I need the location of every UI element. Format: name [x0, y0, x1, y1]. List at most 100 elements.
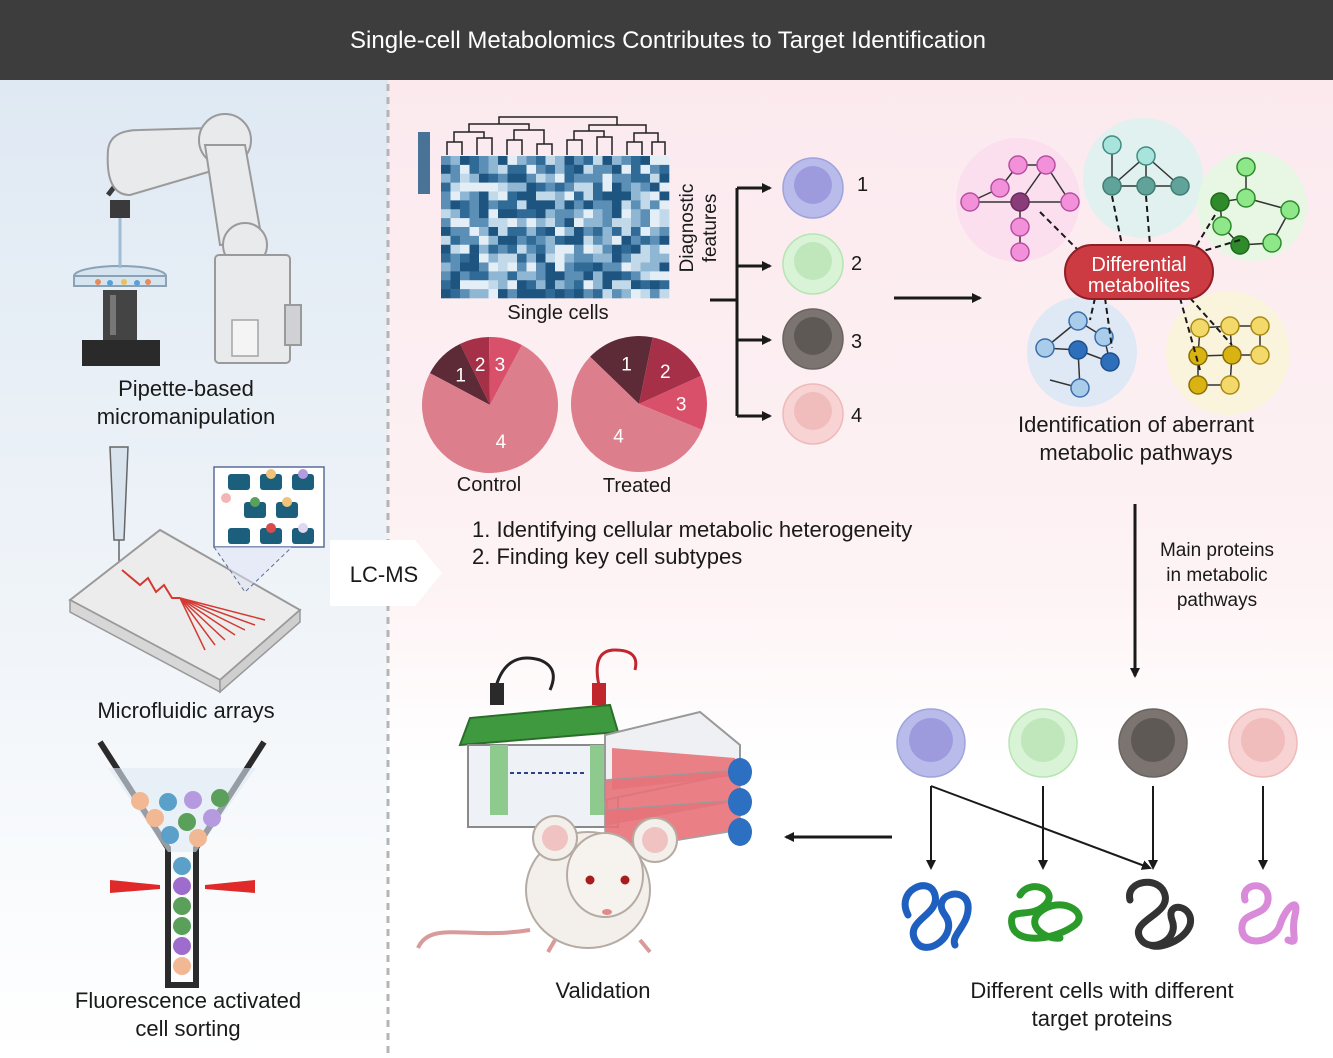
heatmap-cell: [593, 244, 603, 254]
heatmap-cell: [602, 280, 613, 290]
heatmap-cell: [583, 173, 594, 183]
heatmap-cell: [469, 262, 480, 272]
method-label-facs-line1: Fluorescence activated: [75, 988, 301, 1013]
heatmap-cell: [593, 182, 603, 192]
pie-treated-slice-3: [639, 375, 708, 430]
heatmap-cell: [488, 262, 499, 272]
heatmap-cell: [659, 218, 670, 228]
heatmap-cell: [469, 289, 480, 299]
heatmap-cell: [498, 253, 508, 263]
heatmap-cell: [583, 164, 594, 175]
heatmap-cell: [517, 244, 527, 254]
pie-treated-slice-2: [639, 337, 701, 404]
heatmap-cell: [583, 191, 594, 201]
subtype-cell-2: [782, 233, 844, 295]
heatmap-cell: [593, 271, 603, 281]
heatmap-cell: [441, 244, 451, 254]
heatmap-cell: [602, 173, 613, 183]
heatmap-cell: [583, 271, 594, 281]
protein-green-icon: [1008, 883, 1083, 942]
heatmap-cell: [460, 173, 470, 183]
heatmap-cell: [621, 235, 632, 246]
heatmap-cell: [488, 156, 499, 166]
heatmap-cell: [583, 200, 594, 210]
heatmap-cell: [545, 191, 556, 201]
heatmap-cell: [460, 289, 470, 299]
heatmap-cell: [450, 200, 461, 210]
heatmap-cell: [507, 182, 518, 192]
heatmap-cell: [507, 262, 518, 272]
heatmap-cell: [593, 262, 603, 272]
heatmap-cell: [564, 191, 575, 201]
heatmap-cell: [612, 244, 622, 254]
heatmap-cell: [555, 227, 565, 237]
heatmap-cell: [545, 209, 556, 219]
heatmap-cell: [545, 271, 556, 281]
heatmap-cell: [545, 218, 556, 228]
heatmap-cell: [555, 164, 565, 175]
heatmap-cell: [498, 289, 508, 299]
heatmap-cell: [583, 156, 594, 166]
heatmap-cell: [526, 271, 537, 281]
heatmap-cell: [564, 173, 575, 183]
heatmap-cell: [460, 191, 470, 201]
heatmap-cell: [659, 289, 670, 299]
heatmap-cell: [640, 227, 651, 237]
subtype-label-3: 3: [851, 331, 862, 353]
heatmap-cell: [612, 253, 622, 263]
heatmap-cell: [488, 244, 499, 254]
heatmap-cell: [498, 164, 508, 175]
heatmap-cell: [460, 182, 470, 192]
heatmap-cell: [536, 280, 546, 290]
heatmap-xlabel: Single cells: [507, 302, 608, 324]
heatmap-cell: [507, 209, 518, 219]
heatmap-cell: [450, 218, 461, 228]
differential-metabolites-badge: [1064, 244, 1214, 300]
heatmap-cell: [488, 182, 499, 192]
heatmap-cell: [574, 182, 584, 192]
heatmap-cell: [555, 218, 565, 228]
heatmap-cell: [536, 244, 546, 254]
heatmap-cell: [659, 209, 670, 219]
heatmap-cell: [602, 209, 613, 219]
heatmap-cell: [564, 218, 575, 228]
heatmap-cell: [621, 182, 632, 192]
heatmap-cell: [536, 182, 546, 192]
heatmap-cell: [593, 289, 603, 299]
heatmap-cell: [621, 191, 632, 201]
heatmap-cell: [640, 244, 651, 254]
heatmap-cell: [574, 218, 584, 228]
heatmap-cell: [574, 200, 584, 210]
heatmap-cell: [564, 156, 575, 166]
heatmap-cell: [564, 280, 575, 290]
heatmap-cell: [441, 164, 451, 175]
heatmap-cell: [593, 227, 603, 237]
heatmap-cell: [441, 182, 451, 192]
target-cell-3: [1118, 708, 1188, 778]
heatmap-cell: [479, 227, 489, 237]
heatmap-cell: [450, 173, 461, 183]
heatmap-cell: [460, 262, 470, 272]
facs-funnel-icon: [97, 740, 267, 988]
heatmap-cell: [564, 262, 575, 272]
heatmap-cell: [526, 235, 537, 246]
lcms-label: LC-MS: [350, 562, 418, 587]
heatmap-cell: [631, 244, 641, 254]
heatmap-cell: [469, 156, 480, 166]
heatmap-cell: [488, 253, 499, 263]
heatmap-cell: [469, 253, 480, 263]
heatmap-cell: [583, 289, 594, 299]
heatmap-cell: [536, 209, 546, 219]
heatmap-cell: [564, 182, 575, 192]
heatmap-cell: [545, 280, 556, 290]
heatmap-cell: [612, 182, 622, 192]
heatmap: [441, 156, 670, 299]
heatmap-cell: [612, 156, 622, 166]
heatmap-cell: [460, 227, 470, 237]
heatmap-cell: [621, 271, 632, 281]
heatmap-cell: [517, 289, 527, 299]
heatmap-cell: [659, 227, 670, 237]
heatmap-cell: [583, 218, 594, 228]
heatmap-cell: [450, 289, 461, 299]
heatmap-cell: [659, 173, 670, 183]
